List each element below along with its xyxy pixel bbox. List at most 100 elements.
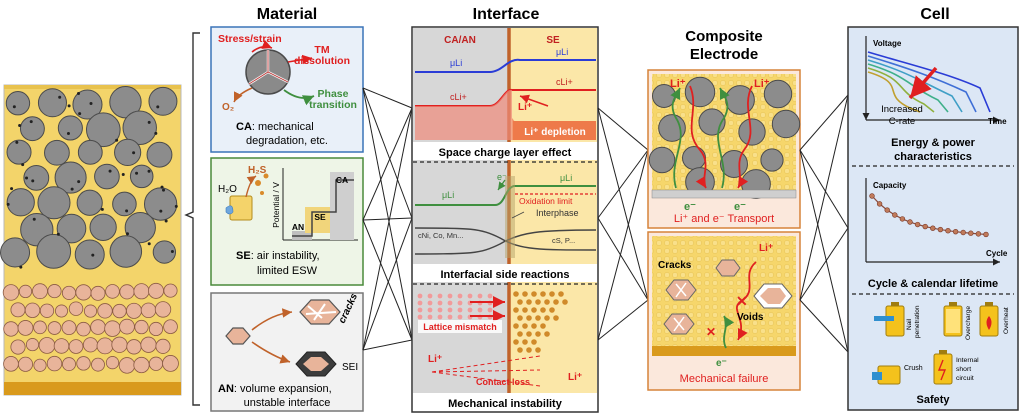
conductive-dot xyxy=(121,173,125,177)
anode-particle xyxy=(105,284,120,299)
se-caption-2: limited ESW xyxy=(257,265,318,277)
c-fill-left xyxy=(415,89,512,140)
c-line-2a xyxy=(414,227,597,251)
failure-li-path xyxy=(735,261,757,341)
lattice-dot-right xyxy=(517,347,523,353)
lattice-dot-right xyxy=(513,307,519,313)
lattice-dot-left xyxy=(477,307,483,313)
interface-header-left: CA/AN xyxy=(444,35,476,46)
anode-particle xyxy=(91,357,105,372)
anode-particles xyxy=(2,282,179,374)
li-path-left xyxy=(689,85,707,189)
cathode-particle xyxy=(37,88,68,118)
cell-crush: Crush xyxy=(904,365,923,372)
label-h2s: H₂S xyxy=(248,165,267,176)
anode-particle xyxy=(162,355,179,372)
transport-li-right: Li⁺ xyxy=(754,78,770,90)
cathode-particle xyxy=(6,139,32,165)
depletion-band xyxy=(513,121,596,140)
lattice-dot-right xyxy=(535,331,541,337)
lattice-dot-right xyxy=(549,291,555,297)
an-caption-rest: : volume expansion, xyxy=(234,383,332,395)
lattice-dot-left xyxy=(467,293,473,299)
conductive-dot xyxy=(174,204,178,208)
capacity-marker xyxy=(914,221,921,228)
lattice-dot-left xyxy=(437,293,443,299)
cell-frame xyxy=(847,26,1019,411)
capacity-marker xyxy=(876,201,883,207)
p1-c-right: cLi+ xyxy=(556,77,573,87)
cell-column: Voltage Time Increased C-rate Energy & p… xyxy=(847,26,1019,411)
anode-particle xyxy=(25,338,40,352)
tm-arrow xyxy=(287,54,313,65)
p3-li-left: Li⁺ xyxy=(428,354,442,365)
an-caption-bold: AN xyxy=(218,383,234,395)
lattice-dot-left xyxy=(437,300,443,306)
lattice-dot-left xyxy=(457,300,463,306)
failure-caption: Mechanical failure xyxy=(680,373,769,385)
conductive-dot xyxy=(159,209,163,213)
discharge-curve xyxy=(867,67,935,113)
anode-particle xyxy=(140,336,157,353)
anode-particle xyxy=(97,303,113,319)
esw-ylabel: Potential / V xyxy=(271,182,281,228)
conductive-dot xyxy=(31,179,35,183)
discharge-curve xyxy=(867,55,977,113)
capacity-marker xyxy=(899,216,906,222)
h2s-bubble-2 xyxy=(263,173,269,179)
cathode-particle xyxy=(109,235,143,268)
lattice-dot-left xyxy=(447,293,453,299)
p3-lattice: Lattice mismatch xyxy=(423,322,497,332)
brace xyxy=(184,32,200,406)
heading-composite-1: Composite xyxy=(685,28,763,45)
anode-particle xyxy=(62,357,76,372)
failure-collector xyxy=(652,346,796,356)
mu-line-1 xyxy=(415,58,596,73)
cathode-particle xyxy=(44,139,70,166)
cathode-particle xyxy=(23,164,50,191)
lattice-dot-right xyxy=(517,299,523,305)
an-cracks xyxy=(305,303,337,321)
lattice-dot-right xyxy=(531,323,537,329)
transport-collector xyxy=(651,189,797,199)
se-pellet xyxy=(229,195,253,221)
conductive-dot xyxy=(18,124,22,128)
lattice-dot-right xyxy=(544,315,550,321)
conductive-dot xyxy=(164,219,168,223)
conductive-dot xyxy=(21,163,25,167)
capacity-marker xyxy=(869,193,875,199)
cathode-particles xyxy=(0,85,178,270)
c-line-2b xyxy=(414,229,597,255)
conductive-dot xyxy=(58,95,62,99)
connectors-composite-cell xyxy=(799,94,849,353)
anode-particle xyxy=(17,320,34,336)
lattice-dot-left xyxy=(427,293,433,299)
label-o2: O₂ xyxy=(222,102,234,113)
anode-particle xyxy=(148,356,164,371)
conductive-dot xyxy=(156,105,160,109)
e-path-left xyxy=(670,87,682,189)
conductive-dot xyxy=(132,151,136,155)
cathode-particle xyxy=(122,110,157,146)
cathode-particle xyxy=(129,164,154,189)
interface-right-bg xyxy=(509,28,597,411)
anode-particle xyxy=(61,320,77,336)
cathode-particle xyxy=(124,211,156,244)
heading-interface: Interface xyxy=(473,6,540,23)
anode-particle xyxy=(10,339,26,355)
anode-particle xyxy=(3,321,19,337)
p2-e-arrow xyxy=(497,179,506,191)
esw-curve xyxy=(292,179,354,237)
conductive-dot xyxy=(76,92,80,96)
lattice-dot-right xyxy=(549,307,555,313)
battery-short xyxy=(933,350,953,385)
capacity-marker xyxy=(945,228,951,234)
anode-particle xyxy=(47,284,62,299)
se-caption-bold: SE xyxy=(236,250,251,262)
discharge-curve xyxy=(867,71,921,113)
battery-crush xyxy=(872,365,901,385)
anode-particle xyxy=(33,358,47,372)
lattice-dot-left xyxy=(447,307,453,313)
capacity-marker xyxy=(937,226,944,233)
p3-contact: Contact loss xyxy=(476,377,530,387)
